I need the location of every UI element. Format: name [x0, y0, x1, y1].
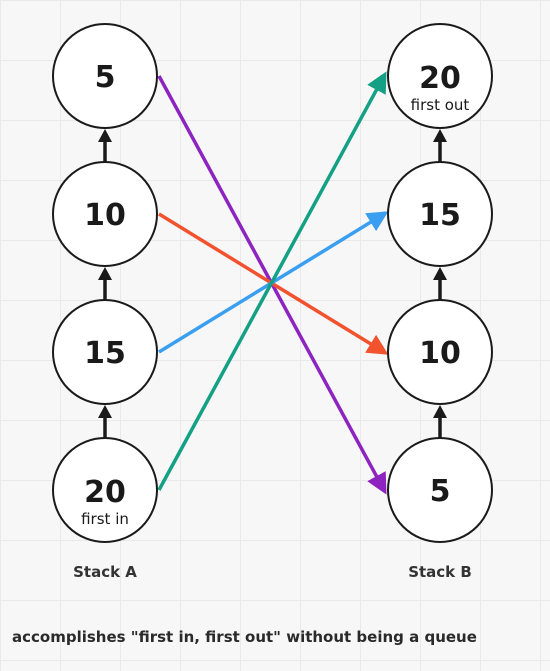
transfer-arrows	[157, 71, 389, 495]
stack-a-node: 15	[52, 299, 158, 405]
stack-up-arrows	[98, 129, 447, 438]
stack-b-label: Stack B	[408, 563, 472, 581]
up-arrow-icon	[433, 267, 447, 300]
stack-a-node: 5	[52, 23, 158, 129]
stack-a-label: Stack A	[73, 563, 137, 581]
caption: accomplishes "first in, first out" witho…	[12, 628, 477, 646]
transfer-arrow	[157, 71, 387, 491]
node-value: 10	[84, 198, 126, 233]
node-value: 20	[419, 61, 461, 96]
node-value: 20	[84, 475, 126, 510]
node-circle	[387, 161, 493, 267]
stack-b-node: 10	[387, 299, 493, 405]
stack-b-node: 5	[387, 437, 493, 543]
node-circle	[52, 299, 158, 405]
node-circle	[52, 23, 158, 129]
node-circle	[387, 437, 493, 543]
node-value: 5	[95, 60, 116, 95]
node-value: 15	[419, 198, 461, 233]
node-circle	[387, 23, 493, 129]
up-arrow-icon	[433, 405, 447, 438]
stack-b-node: 15	[387, 161, 493, 267]
up-arrow-icon	[98, 267, 112, 300]
stack-a-node: 10	[52, 161, 158, 267]
node-caption: first in	[81, 510, 129, 528]
node-value: 10	[419, 336, 461, 371]
node-value: 15	[84, 336, 126, 371]
node-circle	[52, 437, 158, 543]
node-value: 5	[430, 474, 451, 509]
up-arrow-icon	[433, 129, 447, 162]
node-circle	[52, 161, 158, 267]
up-arrow-icon	[98, 129, 112, 162]
up-arrow-icon	[98, 405, 112, 438]
node-circle	[387, 299, 493, 405]
node-caption: first out	[411, 96, 470, 114]
